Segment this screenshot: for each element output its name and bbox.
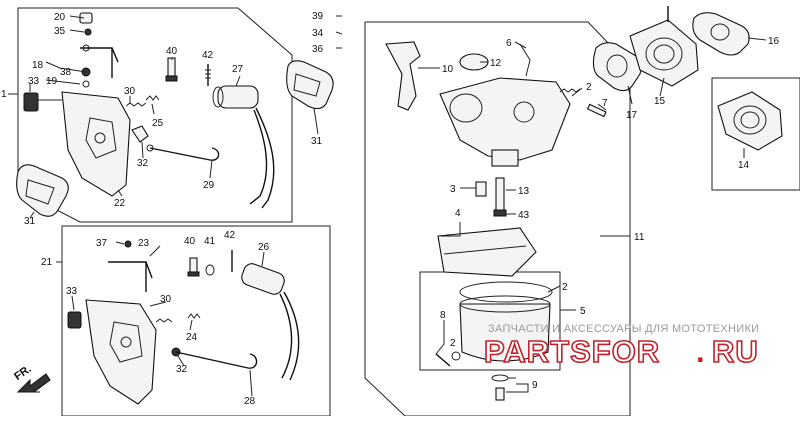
callout-29: 29 (203, 180, 215, 191)
callout-12: 12 (490, 58, 502, 69)
callout-43: 43 (518, 210, 530, 221)
callout-8: 8 (440, 310, 446, 321)
watermark: ЗАПЧАСТИ И АКСЕССУАРЫ ДЛЯ МОТОТЕХНИКИ PA… (483, 323, 759, 370)
bolt-42-upper (205, 64, 211, 86)
callout-14: 14 (738, 160, 750, 171)
callout-9: 9 (532, 380, 538, 391)
choke-lever-10 (385, 41, 421, 111)
callout-39: 39 (312, 11, 324, 22)
gasket-16 (692, 12, 750, 56)
callout-22: 22 (114, 198, 126, 209)
callout-10: 10 (442, 64, 454, 75)
callout-6: 6 (506, 38, 512, 49)
callout-34: 34 (312, 28, 324, 39)
callout-42-lower: 42 (224, 230, 236, 241)
callout-40-lower: 40 (184, 236, 196, 247)
callout-28: 28 (244, 396, 256, 407)
solenoid-27 (212, 85, 275, 209)
callout-11: 11 (634, 232, 645, 243)
callout-41: 41 (204, 236, 216, 247)
callout-36: 36 (312, 44, 324, 55)
bolt-40-upper (165, 57, 178, 82)
callout-17: 17 (626, 110, 638, 121)
callout-42-upper: 42 (202, 50, 214, 61)
callout-31-mid: 31 (311, 136, 323, 147)
callout-20: 20 (54, 12, 66, 23)
callout-40-upper: 40 (166, 46, 178, 57)
callout-2-drain: 2 (450, 338, 456, 349)
direction-arrow (16, 373, 51, 393)
watermark-brand-dot: . (696, 334, 705, 369)
callout-32-lower: 32 (176, 364, 188, 375)
watermark-caption: ЗАПЧАСТИ И АКСЕССУАРЫ ДЛЯ МОТОТЕХНИКИ (488, 323, 759, 335)
group-frame-14 (711, 77, 800, 191)
jets-3-13-43 (475, 177, 507, 217)
callout-5: 5 (580, 306, 586, 317)
callout-13: 13 (518, 186, 530, 197)
governor-bracket-lower (67, 299, 157, 405)
callout-4: 4 (455, 208, 461, 219)
callout-19: 19 (46, 76, 58, 87)
callout-30-upper: 30 (124, 86, 136, 97)
throttle-lever-upper (79, 12, 119, 88)
callout-18: 18 (32, 60, 44, 71)
gasket-17 (592, 42, 642, 92)
callout-24: 24 (186, 332, 198, 343)
gasket-31-mid (286, 60, 334, 110)
watermark-brand-tld: RU (712, 334, 759, 369)
callout-21: 21 (41, 257, 53, 268)
throttle-lever-lower (108, 240, 153, 292)
link-rod-28 (175, 351, 258, 369)
insulator-14 (717, 91, 783, 151)
float-4 (437, 227, 537, 277)
callout-25: 25 (152, 118, 164, 129)
callout-33-upper: 33 (28, 76, 40, 87)
adjust-screw-7 (559, 88, 607, 118)
solenoid-26 (241, 263, 300, 381)
callout-32-upper: 32 (137, 158, 149, 169)
watermark-brand-main: PARTSFOR (484, 334, 660, 369)
callout-37: 37 (96, 238, 108, 249)
callout-30-lower: 30 (160, 294, 172, 305)
callout-16: 16 (768, 36, 780, 47)
callout-2-top: 2 (586, 82, 592, 93)
insulator-15 (629, 6, 699, 87)
governor-bracket-upper (23, 91, 131, 197)
callout-23: 23 (138, 238, 150, 249)
link-rod-29 (146, 144, 220, 161)
carburetor-body (439, 43, 571, 167)
callout-2-bowl: 2 (562, 282, 568, 293)
callout-15: 15 (654, 96, 666, 107)
callout-31-left: 31 (24, 216, 36, 227)
callout-7: 7 (602, 98, 608, 109)
callout-26: 26 (258, 242, 270, 253)
callout-35: 35 (54, 26, 66, 37)
callout-38: 38 (60, 67, 72, 78)
callout-3: 3 (450, 184, 456, 195)
bolts-40-41-42-lower (187, 250, 233, 277)
springs-upper (125, 95, 160, 143)
float-bowl-5 (459, 281, 553, 362)
callout-33-lower: 33 (66, 286, 78, 297)
leader-lines (29, 15, 767, 397)
gasket-31-left (16, 164, 69, 217)
callout-27: 27 (232, 64, 244, 75)
springs-lower (155, 313, 201, 357)
callout-1: 1 (1, 89, 7, 100)
